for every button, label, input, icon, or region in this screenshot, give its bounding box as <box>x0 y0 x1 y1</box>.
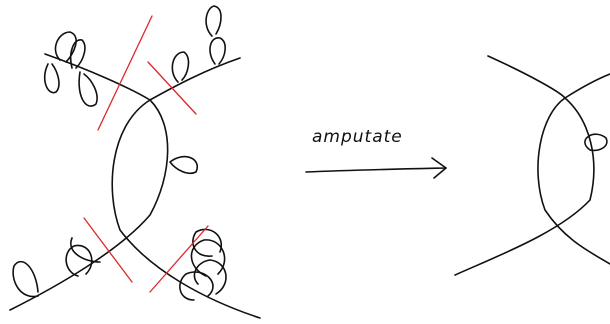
loop <box>192 228 223 257</box>
loop <box>205 5 222 37</box>
amputated-curve <box>454 55 610 276</box>
loop <box>70 237 101 263</box>
upper-arc <box>487 55 610 99</box>
amputate-arrow: amputate <box>305 127 447 179</box>
loop <box>179 271 214 301</box>
loop <box>54 31 77 63</box>
loop <box>43 63 60 94</box>
strand-down-right <box>537 97 610 265</box>
loop <box>12 260 39 298</box>
loop <box>193 259 227 295</box>
strand-down-left <box>454 97 595 276</box>
cut-mark <box>83 217 133 283</box>
loop <box>169 155 199 175</box>
central-strand-a <box>111 99 261 319</box>
original-curve <box>9 5 261 319</box>
cut-mark <box>149 225 209 293</box>
arrow-head <box>431 157 447 179</box>
loop <box>190 239 226 277</box>
cut-mark <box>147 61 197 115</box>
loop <box>65 244 93 277</box>
loop <box>171 51 190 83</box>
cut-mark <box>97 15 153 131</box>
loop <box>78 71 98 107</box>
upper-strand <box>44 53 241 101</box>
loop <box>584 133 608 152</box>
loop <box>69 39 86 69</box>
arrow-label: amputate <box>312 127 403 147</box>
arrow-shaft <box>305 167 447 173</box>
loop <box>209 37 226 65</box>
central-strand-b <box>9 99 169 311</box>
cut-marks <box>83 15 209 293</box>
